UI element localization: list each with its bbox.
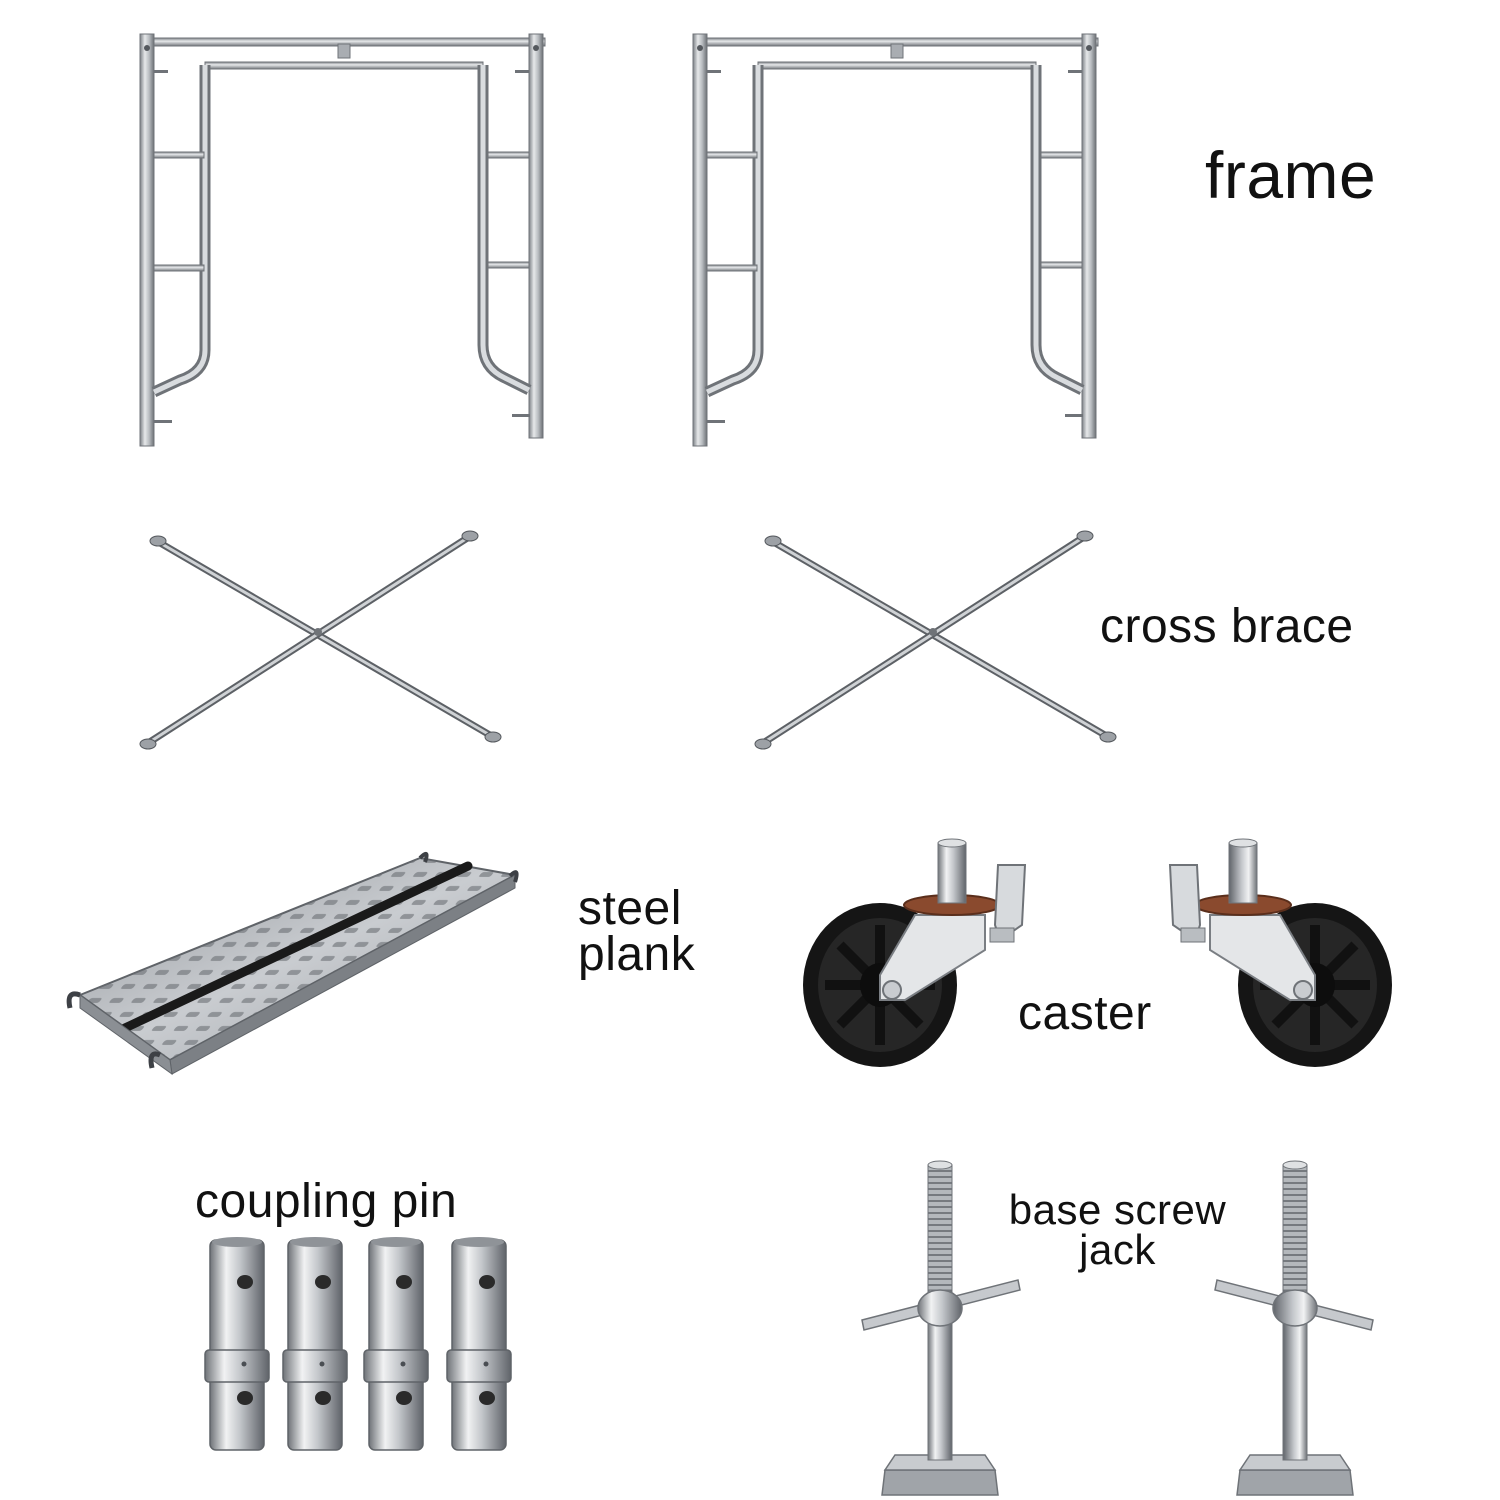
base-screw-jack-label-line2: jack bbox=[1079, 1226, 1156, 1273]
caster-left bbox=[803, 839, 1025, 1067]
cross-brace-label: cross brace bbox=[1100, 600, 1354, 653]
steel-plank bbox=[66, 851, 519, 1076]
frame-left bbox=[140, 34, 545, 446]
steel-plank-label-line1: steel bbox=[578, 882, 682, 935]
coupling-pin-label: coupling pin bbox=[195, 1175, 458, 1228]
cross-brace-left bbox=[140, 531, 501, 749]
coupling-pin-2 bbox=[282, 1236, 348, 1451]
caster-label: caster bbox=[1018, 987, 1152, 1040]
base-screw-jack-label: base screw jack bbox=[995, 1186, 1240, 1273]
frame-label: frame bbox=[1205, 138, 1377, 212]
steel-plank-label-line2: plank bbox=[578, 928, 696, 981]
base-screw-jack-label-line1: base screw bbox=[1008, 1186, 1227, 1233]
caster-right bbox=[1170, 839, 1392, 1067]
coupling-pin-4 bbox=[446, 1236, 512, 1451]
coupling-pin-3 bbox=[363, 1236, 429, 1451]
steel-plank-label: steel plank bbox=[578, 882, 696, 981]
cross-brace-right bbox=[755, 531, 1116, 749]
frame-right bbox=[693, 34, 1098, 446]
coupling-pin-1 bbox=[204, 1236, 270, 1451]
